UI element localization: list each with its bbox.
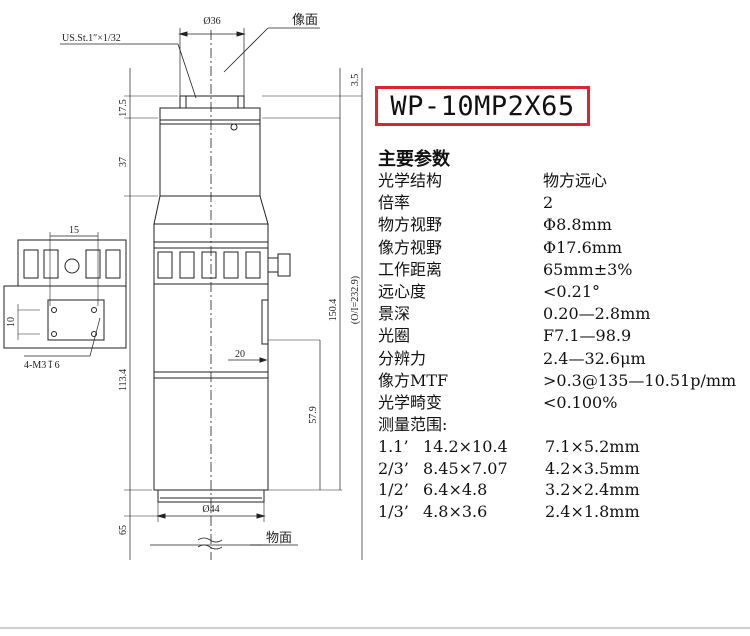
spec-label: 光学结构 — [378, 171, 443, 190]
mount-plate — [47, 299, 105, 341]
dim-65: 65 — [118, 525, 129, 535]
spec-row: 光学畸变 <0.100% — [378, 392, 750, 414]
lens-technical-drawing: Ø36 像面 US.St.1″×1/32 17.5 37 113.4 65 3.… — [3, 13, 363, 560]
model-title: WP-10MP2X65 — [390, 90, 575, 122]
range-row: 1.1’ 14.2×10.4 7.1×5.2mm — [378, 436, 750, 458]
object-range: 4.2×3.5mm — [545, 458, 640, 478]
bottom-divider — [0, 627, 750, 629]
sensor-size: 1.1’ — [378, 437, 409, 457]
spec-value: Φ17.6mm — [543, 237, 623, 257]
top-diameter-label: Ø36 — [203, 16, 220, 27]
spec-label: 物方视野 — [378, 215, 443, 235]
set-screw-icon — [230, 123, 238, 131]
spec-value: <0.100% — [543, 393, 618, 413]
image-range: 14.2×10.4 — [423, 437, 508, 457]
spec-label: 分辨力 — [378, 348, 427, 368]
side-view-ring — [17, 239, 127, 287]
dim-15: 15 — [69, 225, 79, 236]
dim-37: 37 — [118, 157, 129, 167]
image-plane-label: 像面 — [292, 13, 318, 28]
object-plane-label: 物面 — [266, 531, 292, 546]
range-row: 1/3’ 4.8×3.6 2.4×1.8mm — [378, 501, 750, 523]
object-range: 3.2×2.4mm — [545, 480, 640, 500]
range-row: 1/2’ 6.4×4.8 3.2×2.4mm — [378, 479, 750, 501]
model-title-box: WP-10MP2X65 — [375, 86, 590, 126]
spec-label: 光圈 — [378, 326, 411, 346]
spec-label: 像方MTF — [378, 370, 449, 390]
dim-113-4: 113.4 — [118, 369, 129, 391]
spec-value: 0.20—2.8mm — [543, 304, 651, 324]
spec-row: 倍率 2 — [378, 192, 750, 214]
spec-label: 远心度 — [378, 282, 427, 302]
spec-row: 工作距离 65mm±3% — [378, 259, 750, 281]
sensor-size: 1/2’ — [378, 480, 409, 500]
image-range: 6.4×4.8 — [423, 480, 488, 500]
spec-row: 景深 0.20—2.8mm — [378, 303, 750, 325]
spec-row: 光圈 F7.1—98.9 — [378, 325, 750, 347]
spec-value: 65mm±3% — [543, 259, 633, 279]
lock-knob-icon — [277, 253, 291, 277]
upper-tube — [159, 107, 261, 197]
thread-spec-label: US.St.1″×1/32 — [62, 33, 121, 44]
side-view-flange — [3, 285, 127, 349]
spec-row: 分辨力 2.4—32.6μm — [378, 348, 750, 370]
spec-row: 像方视野 Φ17.6mm — [378, 237, 750, 259]
spec-value: F7.1—98.9 — [543, 326, 632, 346]
measure-range-list: 1.1’ 14.2×10.4 7.1×5.2mm 2/3’ 8.45×7.07 4.2×… — [378, 436, 750, 522]
spec-row: 物方视野 Φ8.8mm — [378, 214, 750, 236]
spec-value: 物方远心 — [543, 171, 608, 190]
spec-label: 景深 — [378, 304, 411, 324]
image-range: 8.45×7.07 — [423, 458, 508, 478]
spec-row: 远心度 <0.21° — [378, 281, 750, 303]
dim-3-5: 3.5 — [350, 74, 361, 87]
spec-row: 像方MTF >0.3@135—10.51p/mm — [378, 370, 750, 392]
spec-label: 倍率 — [378, 193, 411, 213]
sensor-size: 2/3’ — [378, 458, 409, 478]
dim-17-5: 17.5 — [118, 99, 129, 117]
range-row: 2/3’ 8.45×7.07 4.2×3.5mm — [378, 458, 750, 480]
spec-row: 光学结构 物方远心 — [378, 170, 750, 192]
measure-range-title: 测量范围: — [378, 415, 448, 435]
dim-57-9: 57.9 — [308, 406, 319, 424]
spec-value: <0.21° — [543, 282, 601, 302]
dim-10: 10 — [6, 317, 17, 327]
dim-total-length: (O/I=232.9) — [350, 276, 361, 324]
spec-value: 2 — [543, 193, 554, 213]
spec-panel: 主要参数 光学结构 物方远心 倍率 2 物方视野 Φ8.8mm 像方视野 Φ17.6mm… — [378, 150, 750, 522]
image-plane-window — [179, 95, 245, 109]
image-range: 4.8×3.6 — [423, 501, 488, 521]
dim-150-4: 150.4 — [328, 299, 339, 322]
spec-value: >0.3@135—10.51p/mm — [543, 370, 737, 390]
bottom-diameter-label: Ø44 — [202, 504, 219, 515]
mount-screw-label: 4-M3↧6 — [24, 360, 60, 371]
spec-label: 光学畸变 — [378, 393, 443, 413]
object-range: 7.1×5.2mm — [545, 437, 640, 457]
spec-value: Φ8.8mm — [543, 215, 612, 235]
spec-heading: 主要参数 — [378, 149, 450, 170]
sensor-size: 1/3’ — [378, 501, 409, 521]
spec-list: 光学结构 物方远心 倍率 2 物方视野 Φ8.8mm 像方视野 Φ17.6mm 工作距离… — [378, 170, 750, 414]
spec-label: 工作距离 — [378, 259, 443, 279]
spec-value: 2.4—32.6μm — [543, 348, 646, 368]
dim-20: 20 — [235, 349, 245, 360]
spec-label: 像方视野 — [378, 237, 443, 257]
object-range: 2.4×1.8mm — [545, 501, 640, 521]
